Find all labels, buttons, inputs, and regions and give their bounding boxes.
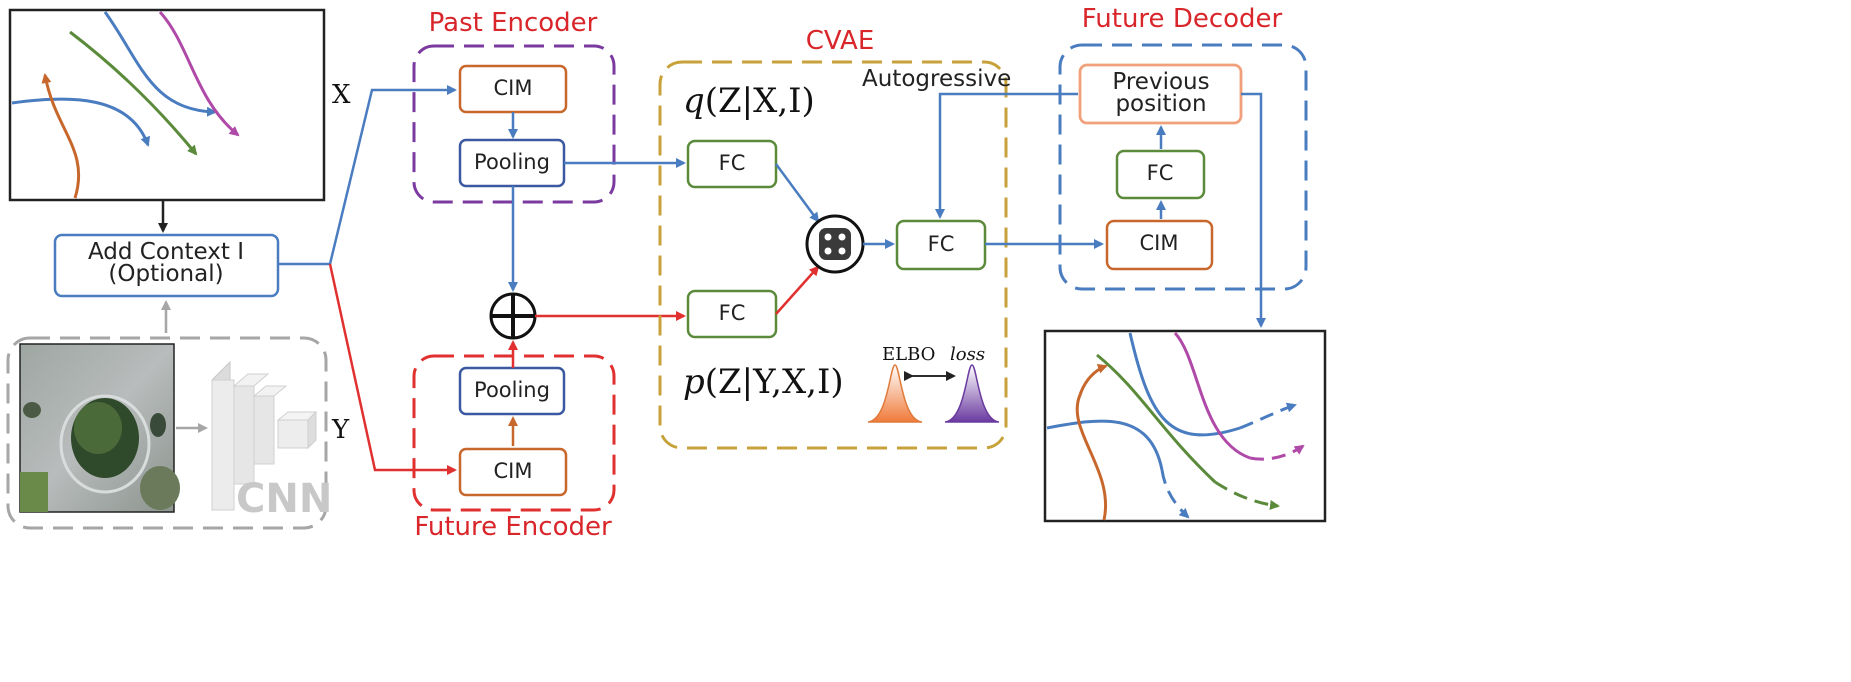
cnn-blocks-icon (211, 360, 318, 512)
edge-context-to-future-encoder (328, 263, 457, 475)
decoder-cim-box (1105, 219, 1214, 271)
edge-context-to-past-encoder (278, 85, 457, 266)
cvae-group: CVAE Autogressive q(Z|X,I) p(Z|Y,X,I) FC… (658, 26, 1011, 450)
past-encoder-title: Past Encoder (429, 8, 598, 38)
dice-sampler-icon (805, 214, 865, 274)
past-cim-label: CIM (494, 76, 533, 100)
output-blue-1 (1128, 332, 1241, 437)
loss-distribution-icon (944, 364, 1000, 423)
trajectory-green (69, 30, 198, 156)
future-decoder-title: Future Decoder (1082, 4, 1283, 34)
arrow-fc-bottom-to-sampler (775, 265, 820, 315)
add-context-line2: (Optional) (108, 261, 223, 287)
label-x: X (332, 80, 351, 110)
sum-node (489, 292, 537, 340)
trajectory-blue-1 (103, 11, 217, 117)
q-fn: q (683, 81, 705, 121)
future-cim-label: CIM (494, 459, 533, 483)
past-pooling-label: Pooling (474, 150, 550, 174)
input-trajectory-panel (8, 8, 326, 202)
elbo-label: ELBO (882, 344, 935, 365)
decoder-fc-box (1115, 149, 1206, 200)
edge-decoder-to-output (1241, 92, 1266, 328)
cnn-label: CNN (236, 476, 332, 522)
cvae-title: CVAE (806, 26, 875, 56)
add-context-line1: Add Context I (88, 239, 244, 265)
previous-position-line2: position (1115, 91, 1206, 117)
output-blue-2 (1046, 419, 1164, 471)
cnn-context-group: CNN (6, 336, 332, 530)
future-decoder-group: Future Decoder Previous position FC CIM (1058, 4, 1308, 291)
future-encoder-group: Pooling CIM Future Encoder (412, 354, 616, 542)
arrow-fc-top-to-sampler (774, 163, 820, 223)
trajectory-orange (41, 73, 81, 199)
future-cim-box (458, 447, 568, 497)
past-encoder-group: Past Encoder CIM Pooling (412, 8, 616, 204)
output-purple (1173, 331, 1251, 460)
label-y: Y (331, 415, 350, 445)
decoder-fc-label: FC (1147, 161, 1174, 185)
decoder-cim-label: CIM (1140, 231, 1179, 255)
elbo-distribution-icon (867, 364, 923, 423)
previous-position-line1: Previous (1112, 69, 1209, 95)
aerial-scene-image (19, 343, 180, 513)
fc-bottom-label: FC (719, 301, 746, 325)
autogressive-label: Autogressive (862, 66, 1011, 92)
trajectory-blue-2 (11, 97, 150, 147)
q-distribution-label: q(Z|X,I) (683, 81, 815, 121)
output-green (1096, 353, 1217, 484)
p-fn: p (683, 362, 705, 402)
trajectory-purple (158, 10, 240, 137)
future-pooling-label: Pooling (474, 378, 550, 402)
future-encoder-title: Future Encoder (414, 512, 612, 542)
loss-label: loss (950, 344, 985, 365)
edge-autogressive-feedback (935, 92, 1078, 219)
p-distribution-label: p(Z|Y,X,I) (683, 362, 844, 402)
output-prediction-panel (1043, 329, 1327, 523)
p-args: (Z|Y,X,I) (705, 362, 844, 402)
q-args: (Z|X,I) (705, 81, 815, 121)
output-orange (1075, 364, 1108, 521)
fc-top-label: FC (719, 151, 746, 175)
add-context-box: Add Context I (Optional) (53, 233, 280, 298)
fc-out-label: FC (928, 232, 955, 256)
